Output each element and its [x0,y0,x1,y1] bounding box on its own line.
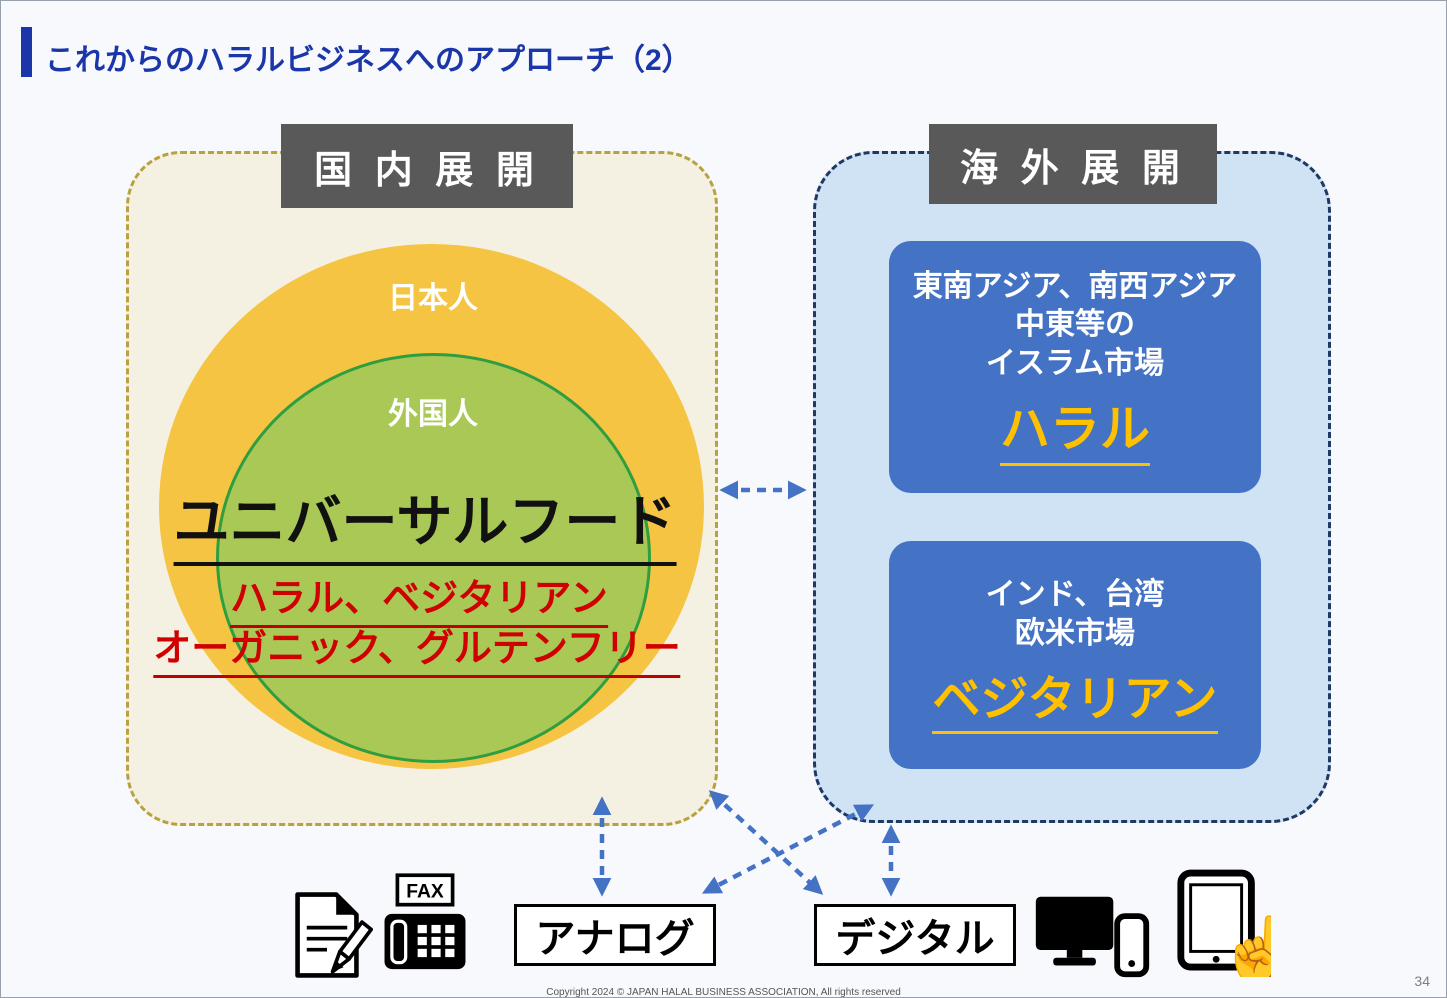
copyright-text: Copyright 2024 © JAPAN HALAL BUSINESS AS… [546,987,901,998]
document-pencil-icon [281,889,373,981]
digital-box: デジタル [814,904,1016,966]
vegetarian-keyword: ベジタリアン [932,659,1218,734]
domestic-keywords-line1: ハラル、ベジタリアン [230,567,608,628]
domestic-digital-arrow [708,790,824,895]
domestic-keywords-line2: オーガニック、グルテンフリー [153,617,681,678]
overseas-analog-arrow [701,804,875,894]
halal-keyword: ハラル [1000,389,1150,467]
tablet-touch-icon: ☝ [1173,869,1271,977]
svg-text:FAX: FAX [406,881,444,902]
market-text: イスラム市場 [985,346,1165,380]
pointing-hand-glyph: ☝ [1218,912,1271,977]
islamic-market-card: 東南アジア、南西アジア 中東等の イスラム市場 ハラル [889,241,1261,493]
western-market-card: インド、台湾 欧米市場 ベジタリアン [889,541,1261,769]
page-number: 34 [1414,973,1430,989]
market-text: 東南アジア、南西アジア [912,269,1238,303]
japanese-label: 日本人 [388,282,478,315]
foreigner-label: 外国人 [388,398,478,431]
foreigner-circle [216,353,651,763]
market-text: 中東等の [1015,308,1135,342]
overseas-header: 海 外 展 開 [929,124,1217,204]
market-text: 欧米市場 [1015,616,1135,650]
title-accent-bar [21,27,32,77]
universal-food-headline: ユニバーサルフード [173,477,677,566]
fax-icon: FAX [379,873,471,975]
domestic-header: 国 内 展 開 [281,124,573,208]
market-text: インド、台湾 [985,578,1165,612]
monitor-phone-icon [1033,889,1151,981]
analog-box: アナログ [514,904,716,966]
slide-title: これからのハラルビジネスへのアプローチ（2） [45,44,692,77]
